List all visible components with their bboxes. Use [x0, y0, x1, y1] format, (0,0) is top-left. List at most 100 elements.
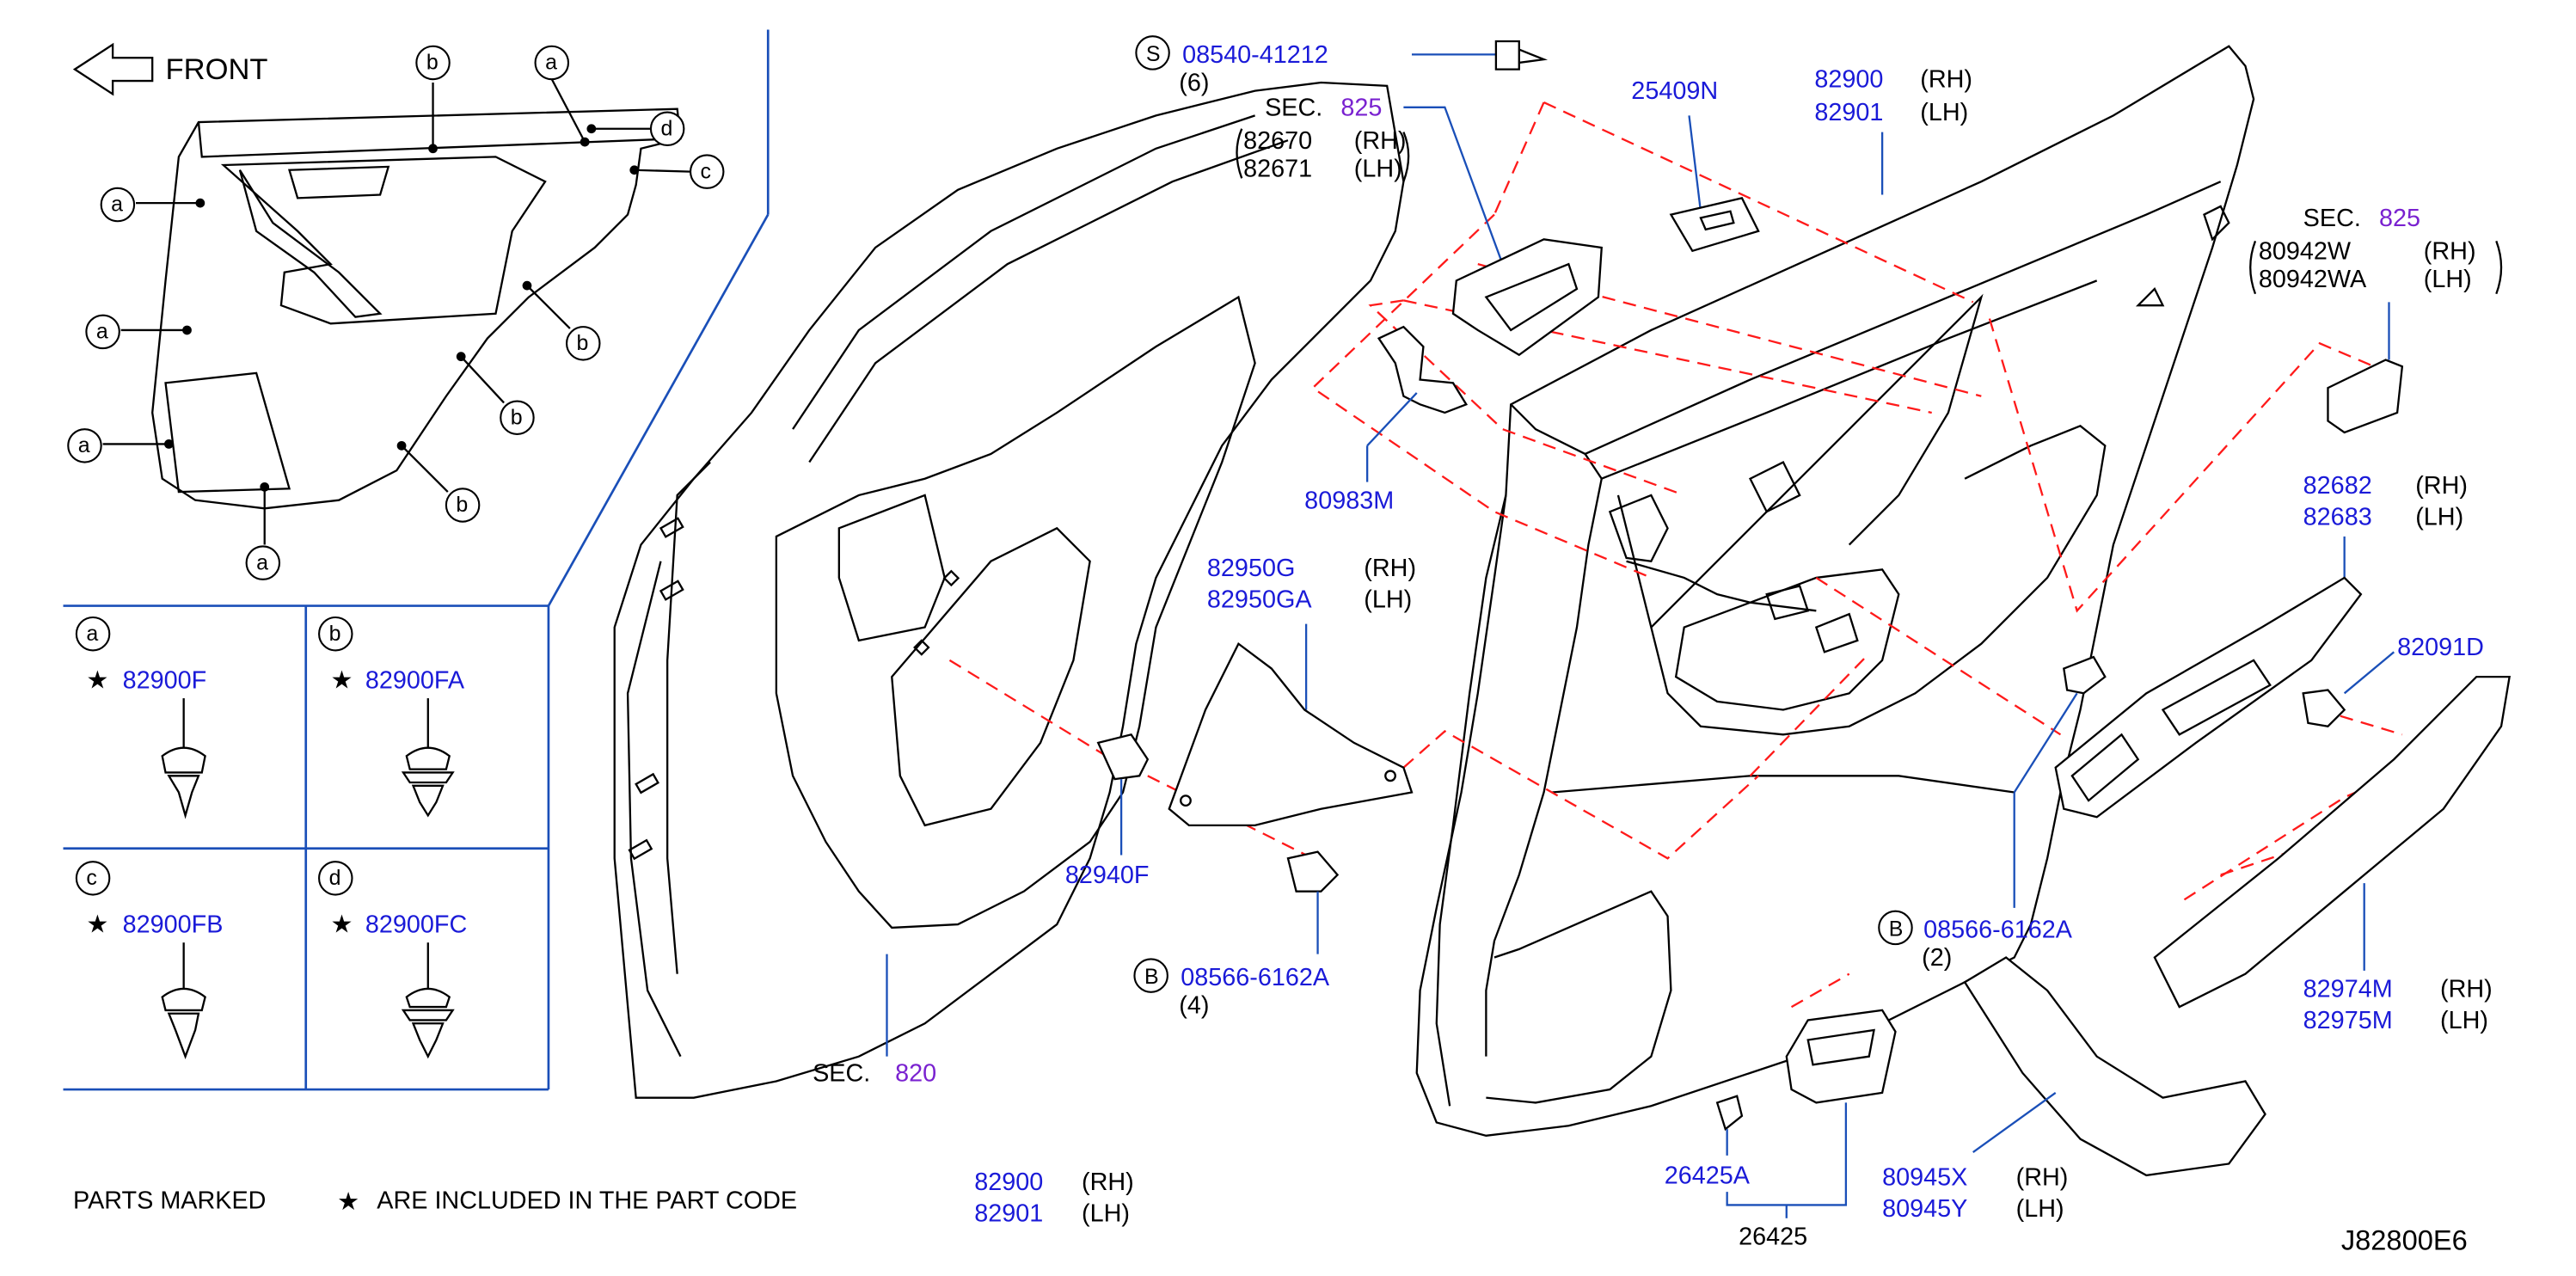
legend-cell-b: b ★ 82900FA — [318, 616, 465, 818]
handle-lh-code: 82671 — [1243, 155, 1312, 182]
clip-icon-d — [401, 987, 455, 1059]
cap-lh-tag: (LH) — [2424, 266, 2472, 293]
handle-rh-code: 82670 — [1243, 127, 1312, 155]
switch-plate-rh-tag: (RH) — [2415, 472, 2468, 500]
bubble-b-1: b — [577, 331, 589, 355]
bubble-b-right: B — [1889, 917, 1904, 942]
star-icon: ★ — [331, 667, 353, 695]
door-bottom-rh-tag: (RH) — [1082, 1169, 1134, 1196]
cap-rh-tag: (RH) — [2424, 237, 2476, 265]
mini-door-trim: b a d c a a a — [67, 45, 725, 580]
pull-handle-icon — [1963, 956, 2266, 1177]
cable-clip-icon — [1377, 325, 1469, 414]
legend-letter-b: b — [329, 622, 341, 646]
pull-rh-tag: (RH) — [2016, 1163, 2069, 1191]
door-inner-panel: SEC. 820 — [613, 81, 1405, 1099]
callout-25409n: 25409N — [1631, 77, 1760, 253]
handle-rh-tag: (RH) — [1354, 127, 1407, 155]
switch-plate-lh-tag: (LH) — [2415, 503, 2463, 531]
legend-cell-a: a ★ 82900F — [75, 616, 207, 819]
legend-part-a: 82900F — [123, 667, 207, 695]
door-bottom-lh-tag: (LH) — [1082, 1200, 1130, 1228]
bubble-a-3: a — [78, 433, 90, 457]
armrest-rh-code: 82974M — [2303, 976, 2393, 1003]
legend-part-c: 82900FB — [123, 911, 224, 939]
screw-b-right-code: 08566-6162A — [1923, 916, 2073, 943]
screw-b-left-icon — [1286, 850, 1340, 893]
bracket-lh-code: 82950GA — [1207, 586, 1312, 613]
bubble-a-top: a — [545, 51, 557, 75]
callout-82940f: 82940F — [1065, 733, 1150, 889]
speaker-cap-icon — [2327, 359, 2404, 434]
legend-part-d: 82900FC — [365, 911, 467, 939]
star-icon: ★ — [86, 911, 108, 939]
p82940f-code: 82940F — [1065, 862, 1150, 889]
sec-820-code: 820 — [895, 1059, 936, 1087]
cup-insert-icon — [1669, 197, 1760, 253]
screw-s-qty: (6) — [1179, 70, 1209, 97]
p26425a-code: 26425A — [1665, 1162, 1751, 1189]
screw-s-code: 08540-41212 — [1182, 41, 1328, 69]
bubble-a-1: a — [111, 193, 123, 217]
bubble-b-top: b — [426, 51, 439, 75]
legend-cell-d: d ★ 82900FC — [318, 861, 467, 1059]
p80983m-code: 80983M — [1304, 487, 1394, 514]
handle-lh-tag: (LH) — [1354, 155, 1402, 182]
legend-letter-d: d — [329, 866, 341, 890]
callout-pull-handle: 80945X (RH) 80945Y (LH) — [1882, 956, 2266, 1223]
clip-icon-b — [401, 746, 455, 818]
screw-82091d-icon — [2302, 689, 2346, 727]
bubble-b-2: b — [511, 405, 523, 429]
door-top-rh-code: 82900 — [1814, 66, 1883, 94]
screw-b-right-icon — [2063, 655, 2107, 695]
clip-icon-a — [161, 746, 206, 819]
switch-plate-lh-code: 82683 — [2303, 503, 2372, 531]
armrest-icon — [2153, 675, 2512, 1009]
star-icon: ★ — [331, 911, 353, 939]
star-icon: ★ — [86, 667, 108, 695]
callout-screw-b-right: B 08566-6162A (2) — [1878, 655, 2107, 972]
bubble-b-left: B — [1144, 965, 1159, 989]
bracket-lh-tag: (LH) — [1364, 586, 1412, 613]
callout-door-trim-bottom: 82900 (RH) 82901 (LH) — [974, 1169, 1134, 1227]
p26425-code: 26425 — [1739, 1224, 1807, 1251]
callout-82091d: 82091D — [2302, 634, 2484, 727]
pull-rh-code: 80945X — [1882, 1163, 1967, 1191]
screw-b-left-code: 08566-6162A — [1181, 964, 1330, 991]
bracket-rh-tag: (RH) — [1364, 555, 1416, 582]
cap-lh-code: 80942WA — [2259, 266, 2367, 293]
callout-sec-825-top: SEC. 825 82670 (RH) 82671 (LH) — [1236, 94, 1603, 357]
callout-switch-plate: 82682 (RH) 82683 (LH) — [2054, 472, 2468, 819]
bubble-b-3: b — [456, 493, 468, 517]
armrest-lh-code: 82975M — [2303, 1007, 2393, 1034]
callout-screw-b-left: B 08566-6162A (4) — [1133, 850, 1340, 1020]
bubble-c: c — [701, 159, 711, 183]
footnote-after: ARE INCLUDED IN THE PART CODE — [377, 1187, 797, 1214]
bubble-a-4: a — [256, 550, 268, 574]
door-top-rh-tag: (RH) — [1920, 66, 1972, 94]
callout-bracket: 82950G (RH) 82950GA (LH) — [1168, 555, 1416, 827]
door-top-lh-code: 82901 — [1814, 99, 1883, 126]
bracket-icon — [1168, 641, 1414, 827]
bubble-a-2: a — [96, 320, 108, 344]
sec-825-top-word: SEC. — [1265, 94, 1322, 121]
bubble-d: d — [660, 116, 672, 140]
bubble-s: S — [1146, 42, 1161, 66]
cap-rh-code: 80942W — [2259, 237, 2352, 265]
callout-80983m: 80983M — [1304, 325, 1469, 514]
sec-825-right-code: 825 — [2379, 205, 2420, 232]
pull-lh-tag: (LH) — [2016, 1195, 2064, 1223]
legend-part-b: 82900FA — [365, 667, 465, 695]
armrest-lh-tag: (LH) — [2440, 1007, 2488, 1034]
switch-plate-rh-code: 82682 — [2303, 472, 2372, 500]
legend-letter-a: a — [86, 622, 98, 646]
door-bottom-rh-code: 82900 — [974, 1169, 1043, 1196]
bracket-rh-code: 82950G — [1207, 555, 1295, 582]
inside-handle-icon — [1451, 238, 1603, 357]
legend-cell-c: c ★ 82900FB — [75, 861, 224, 1059]
callout-armrest: 82974M (RH) 82975M (LH) — [2153, 675, 2512, 1034]
clip-legend: a ★ 82900F b ★ 82900FA c ★ 82900FB d — [63, 29, 770, 1091]
callout-sec-825-right: SEC. 825 80942W (RH) 80942WA (LH) — [2249, 205, 2503, 434]
sec-825-right-word: SEC. — [2303, 205, 2361, 232]
